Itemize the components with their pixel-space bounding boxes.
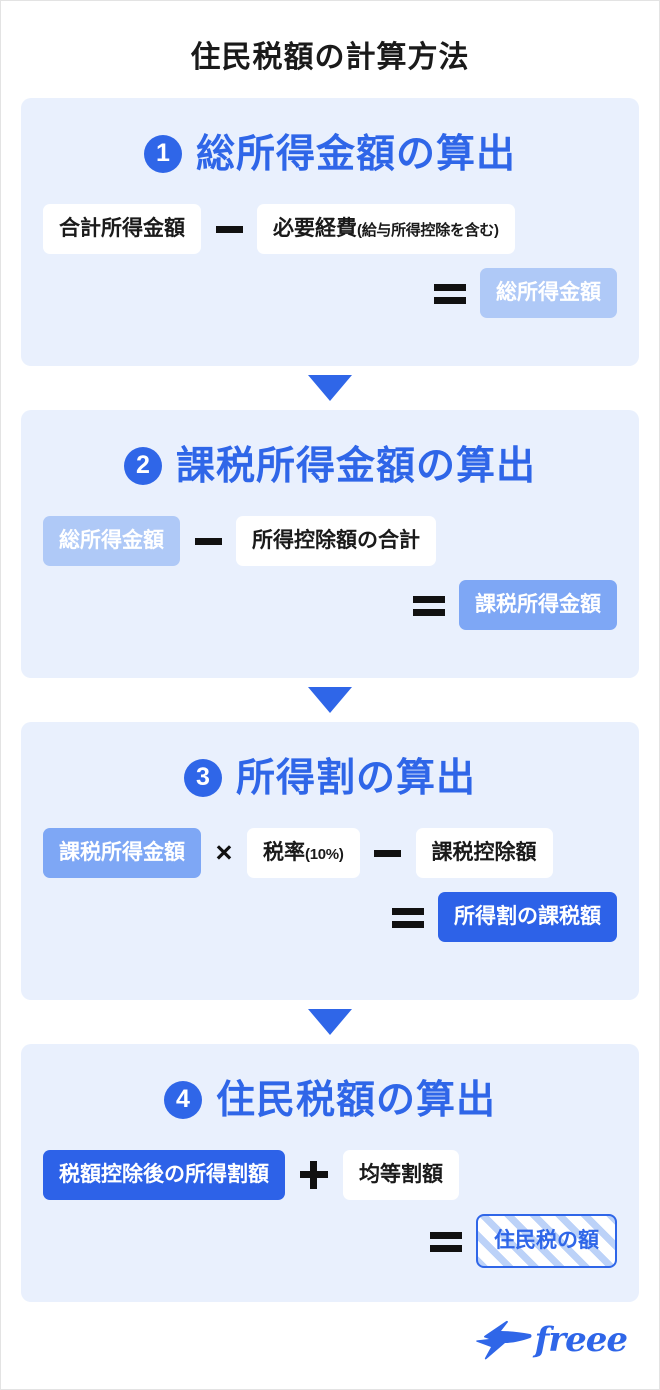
step-4-term-2: 均等割額 [343,1150,459,1200]
step-3-result-row: 所得割の課税額 [43,892,617,942]
arrow-3-to-4 [21,1000,639,1044]
step-4-formula-row: 税額控除後の所得割額 均等割額 [43,1150,617,1200]
chevron-down-icon [308,375,352,401]
step-2-result: 課税所得金額 [459,580,617,630]
step-3-heading: 所得割の算出 [235,756,476,800]
step-2-term-1: 総所得金額 [43,516,180,566]
freee-logo: freee [471,1318,628,1362]
step-1-result: 総所得金額 [480,268,617,318]
step-4-header: 4 住民税額の算出 [43,1062,617,1138]
freee-wordmark: freee [534,1320,628,1360]
minus-operator-icon [360,833,416,873]
step-3-term-2: 税率 (10%) [247,828,360,878]
step-1-heading: 総所得金額の算出 [195,132,516,176]
step-4-result-row: 住民税の額 [43,1214,617,1268]
step-1-number-badge: 1 [143,135,182,173]
step-4-result-final: 住民税の額 [476,1214,617,1268]
step-panel-2: 2 課税所得金額の算出 総所得金額 所得控除額の合計 課税所得金額 [21,410,639,678]
arrow-2-to-3 [21,678,639,722]
step-3-term-2-sublabel: (10%) [305,846,344,863]
equals-operator-icon [399,585,459,625]
equals-operator-icon [378,897,438,937]
step-4-term-1: 税額控除後の所得割額 [43,1150,285,1200]
step-4-heading: 住民税額の算出 [215,1078,496,1122]
step-3-term-3: 課税控除額 [415,828,553,878]
step-3-header: 3 所得割の算出 [43,740,617,816]
minus-operator-icon [180,521,236,561]
step-1-formula-row: 合計所得金額 必要経費 (給与所得控除を含む) [43,204,617,254]
step-3-result: 所得割の課税額 [438,892,617,942]
step-3-number-badge: 3 [183,759,222,797]
step-2-term-2: 所得控除額の合計 [236,516,436,566]
step-3-term-2-label: 税率 [263,841,305,864]
step-1-term-1: 合計所得金額 [43,204,201,254]
arrow-1-to-2 [21,366,639,410]
step-1-term-1-label: 合計所得金額 [59,217,185,240]
step-1-header: 1 総所得金額の算出 [43,116,617,192]
step-3-formula-row: 課税所得金額 × 税率 (10%) 課税控除額 [43,828,617,878]
equals-operator-icon [420,273,480,313]
plus-operator-icon [285,1155,343,1195]
step-3-term-1: 課税所得金額 [43,828,201,878]
page-title: 住民税額の計算方法 [190,41,470,74]
step-2-number-badge: 2 [123,447,162,485]
step-1-term-2: 必要経費 (給与所得控除を含む) [257,204,515,254]
step-2-result-row: 課税所得金額 [43,580,617,630]
minus-operator-icon [201,209,257,249]
step-2-formula-row: 総所得金額 所得控除額の合計 [43,516,617,566]
chevron-down-icon [308,1009,352,1035]
chevron-down-icon [308,687,352,713]
step-1-term-2-sublabel: (給与所得控除を含む) [357,222,499,239]
equals-operator-icon [416,1221,476,1261]
step-2-header: 2 課税所得金額の算出 [43,428,617,504]
step-1-result-row: 総所得金額 [43,268,617,318]
swallow-bird-icon [475,1320,532,1360]
step-panel-1: 1 総所得金額の算出 合計所得金額 必要経費 (給与所得控除を含む) 総所得金額 [21,98,639,366]
step-panel-3: 3 所得割の算出 課税所得金額 × 税率 (10%) 課税控除額 所得割の課税額 [21,722,639,1000]
step-4-number-badge: 4 [163,1081,202,1119]
footer: freee [21,1302,639,1378]
step-panel-4: 4 住民税額の算出 税額控除後の所得割額 均等割額 住民税の額 [21,1044,639,1302]
multiply-operator-icon: × [215,836,233,869]
step-1-term-2-label: 必要経費 [273,217,357,240]
step-2-heading: 課税所得金額の算出 [175,444,536,488]
